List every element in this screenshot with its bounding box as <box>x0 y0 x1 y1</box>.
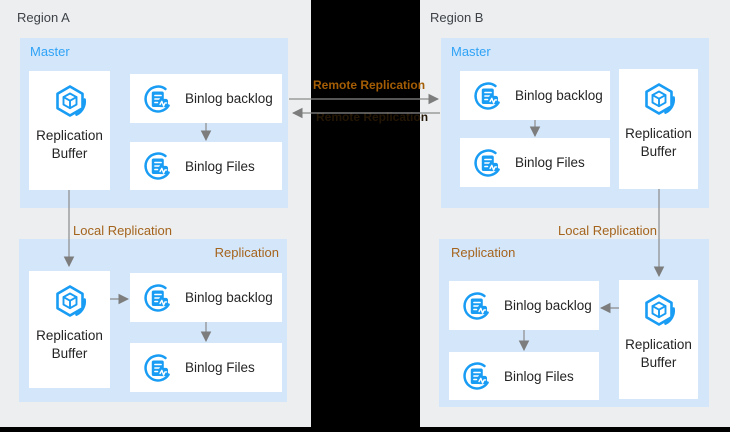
region-b-label: Region B <box>430 10 484 25</box>
remote-replication-hidden-label: Remote Replication <box>316 110 429 124</box>
region-b-replication-buffer-node: Replication Buffer <box>619 280 698 399</box>
region-a-master-replication-buffer-node: Replication Buffer <box>29 71 110 190</box>
binlog-icon <box>142 282 174 314</box>
region-b-master-replication-buffer-node: Replication Buffer <box>619 69 698 189</box>
node-label: Binlog Files <box>504 368 574 384</box>
binlog-icon <box>472 147 504 179</box>
node-label: Replication Buffer <box>36 328 103 362</box>
region-b-replication-label: Replication <box>451 245 516 260</box>
region-a-replication-binlog-files-node: Binlog Files <box>130 343 282 392</box>
node-label: Binlog Files <box>185 158 255 174</box>
replication-buffer-icon <box>639 290 679 330</box>
region-a-replication-label: Replication <box>214 245 279 260</box>
replication-buffer-icon <box>50 281 90 321</box>
binlog-icon <box>461 360 493 392</box>
region-b-master-binlog-files-node: Binlog Files <box>460 138 610 187</box>
remote-replication-label: Remote Replication <box>313 78 426 92</box>
binlog-icon <box>472 80 504 112</box>
region-b-replication-binlog-files-node: Binlog Files <box>449 352 599 400</box>
replication-buffer-icon <box>639 79 679 119</box>
bottom-black-bar <box>0 427 730 432</box>
node-label: Binlog backlog <box>185 290 273 305</box>
node-label: Replication Buffer <box>36 128 103 162</box>
node-label: Replication Buffer <box>625 126 692 160</box>
region-b-replication-panel: Replication Binlog backlog Binlog Files … <box>439 239 709 407</box>
region-a-master-panel: Master Replication Buffer Binlog backlog… <box>20 38 288 208</box>
binlog-icon <box>142 150 174 182</box>
binlog-icon <box>142 352 174 384</box>
node-label: Binlog Files <box>515 155 585 170</box>
node-label: Binlog Files <box>185 360 255 375</box>
center-black-band <box>311 0 420 432</box>
binlog-icon <box>461 290 493 322</box>
node-label: Binlog backlog <box>515 88 603 103</box>
region-b-master-label: Master <box>451 44 491 59</box>
region-b-master-binlog-backlog-node: Binlog backlog <box>460 71 610 120</box>
node-label: Binlog backlog <box>504 298 592 313</box>
region-b-replication-binlog-backlog-node: Binlog backlog <box>449 281 599 330</box>
node-label: Binlog backlog <box>185 91 273 106</box>
region-b-master-panel: Master Binlog backlog Binlog Files Repli… <box>441 38 709 208</box>
replication-buffer-icon <box>50 81 90 121</box>
region-a-replication-buffer-node: Replication Buffer <box>29 271 110 388</box>
region-a-label: Region A <box>17 10 70 25</box>
region-a-replication-binlog-backlog-node: Binlog backlog <box>130 273 282 322</box>
region-a-master-label: Master <box>30 44 70 59</box>
local-replication-label-a: Local Replication <box>73 223 173 238</box>
region-a-master-binlog-backlog-node: Binlog backlog <box>130 74 282 123</box>
binlog-icon <box>142 83 174 115</box>
local-replication-label-b: Local Replication <box>558 223 658 238</box>
region-a-replication-panel: Replication Replication Buffer Binlog ba… <box>19 239 287 402</box>
node-label: Replication Buffer <box>625 337 692 371</box>
region-a-master-binlog-files-node: Binlog Files <box>130 142 282 190</box>
